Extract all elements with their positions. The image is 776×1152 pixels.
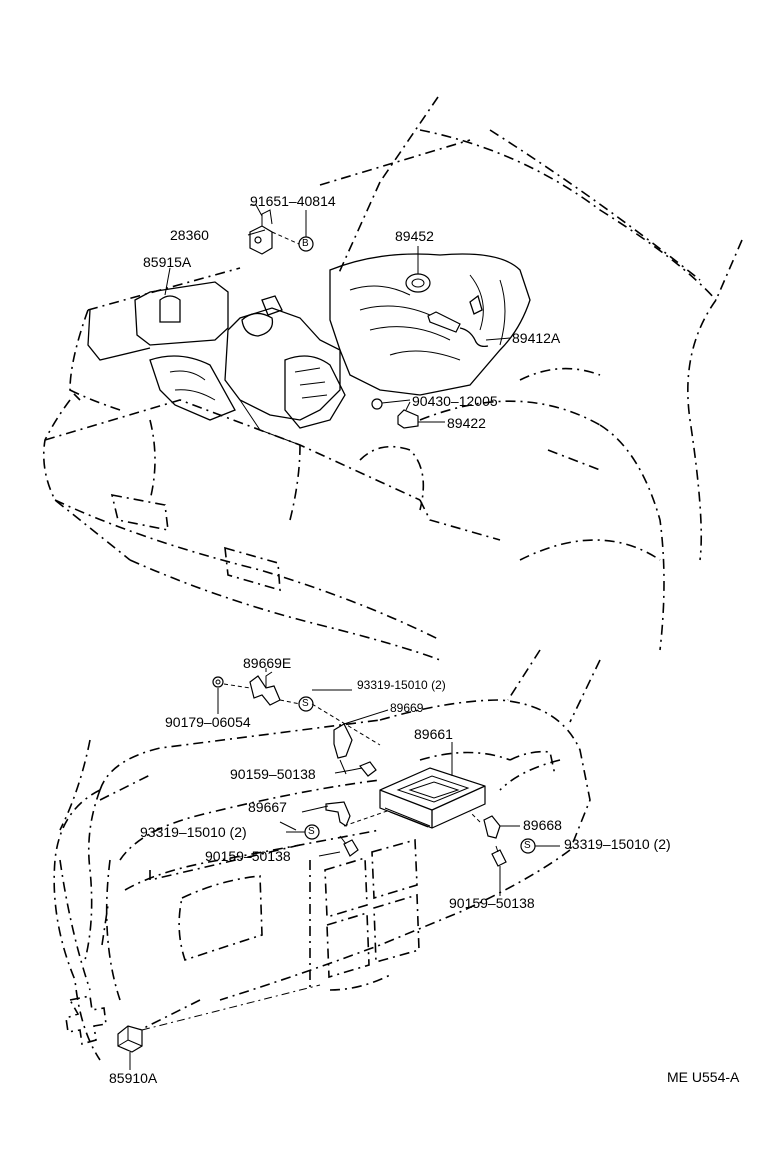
label-93319-15010-left: 93319–15010 (2) (140, 824, 247, 840)
bolt-mark-top: S (302, 698, 309, 709)
part-89452-sensor (405, 273, 431, 293)
label-89422: 89422 (447, 415, 486, 431)
part-90159-bolt-a (351, 761, 377, 777)
label-90159-50138-a: 90159–50138 (230, 766, 316, 782)
part-89412A-oxygen-sensor (427, 294, 489, 348)
label-90159-50138-b: 90159–50138 (205, 848, 291, 864)
bolt-mark-upper: B (302, 238, 309, 249)
label-89661: 89661 (414, 726, 453, 742)
part-85910A-connector (117, 1025, 143, 1053)
part-90159-bolt-b (339, 835, 359, 857)
label-93319-15010-right: 93319–15010 (2) (564, 836, 671, 852)
part-89667-bracket (325, 801, 351, 827)
label-89667: 89667 (248, 799, 287, 815)
relay-block (65, 995, 107, 1046)
label-89669E: 89669E (243, 655, 292, 671)
upper-leader-lines (164, 204, 511, 423)
figure-code: ME U554-A (667, 1069, 740, 1085)
part-89661-engine-control-computer (379, 767, 486, 829)
label-89452: 89452 (395, 228, 434, 244)
label-28360: 28360 (170, 227, 209, 243)
label-90159-50138-c: 90159–50138 (449, 895, 535, 911)
part-89668-bracket (483, 815, 501, 839)
label-89669: 89669 (390, 701, 424, 715)
part-89669E-bracket (249, 671, 281, 706)
label-89412A: 89412A (512, 330, 561, 346)
label-91651-40814: 91651–40814 (250, 193, 336, 209)
part-28360-sensor (249, 209, 273, 255)
part-90430-gasket (371, 398, 383, 410)
engine-assembly (87, 253, 531, 446)
label-90179-06054: 90179–06054 (165, 714, 251, 730)
dashboard-outline (53, 649, 601, 1061)
part-89669-bracket (333, 723, 353, 759)
label-90430-12005: 90430–12005 (412, 393, 498, 409)
part-89422-sensor (397, 401, 419, 429)
label-85910A: 85910A (109, 1070, 158, 1086)
bolt-symbol-top (298, 696, 314, 712)
vehicle-front-outline (42, 96, 743, 661)
bolt-mark-left: S (308, 826, 315, 837)
label-85915A: 85915A (143, 254, 192, 270)
bolt-mark-right: S (524, 840, 531, 851)
part-90179-nut (212, 676, 224, 688)
lower-leader-lines (129, 668, 560, 1070)
label-89668: 89668 (523, 817, 562, 833)
part-90159-bolt-c (491, 845, 507, 867)
label-93319-15010-top: 93319-15010 (2) (357, 678, 446, 692)
